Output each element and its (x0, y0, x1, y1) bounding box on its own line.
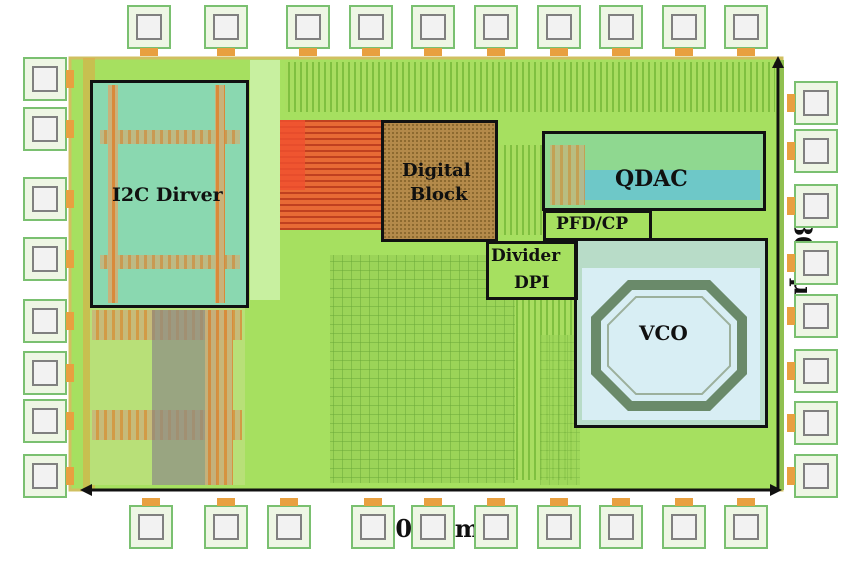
qdac-outline (542, 131, 766, 211)
qdac-label: QDAC (615, 166, 688, 192)
digital-block-label-line1: Digital (402, 160, 471, 181)
digital-block-outline (381, 120, 498, 242)
i2c-driver-outline (90, 80, 249, 308)
digital-block-label-line2: Block (410, 184, 468, 205)
vco-inductor (591, 280, 747, 411)
divider-label: Divider (491, 246, 561, 266)
vco-label: VCO (639, 321, 688, 345)
vco-outline (574, 238, 768, 428)
dpi-label: DPI (514, 273, 550, 293)
width-dimension-label: 1100 µm (362, 514, 481, 543)
pfd-cp-label: PFD/CP (556, 214, 629, 234)
i2c-driver-label: I2C Dirver (112, 184, 223, 206)
height-dimension-label: 800 µm (788, 219, 818, 321)
